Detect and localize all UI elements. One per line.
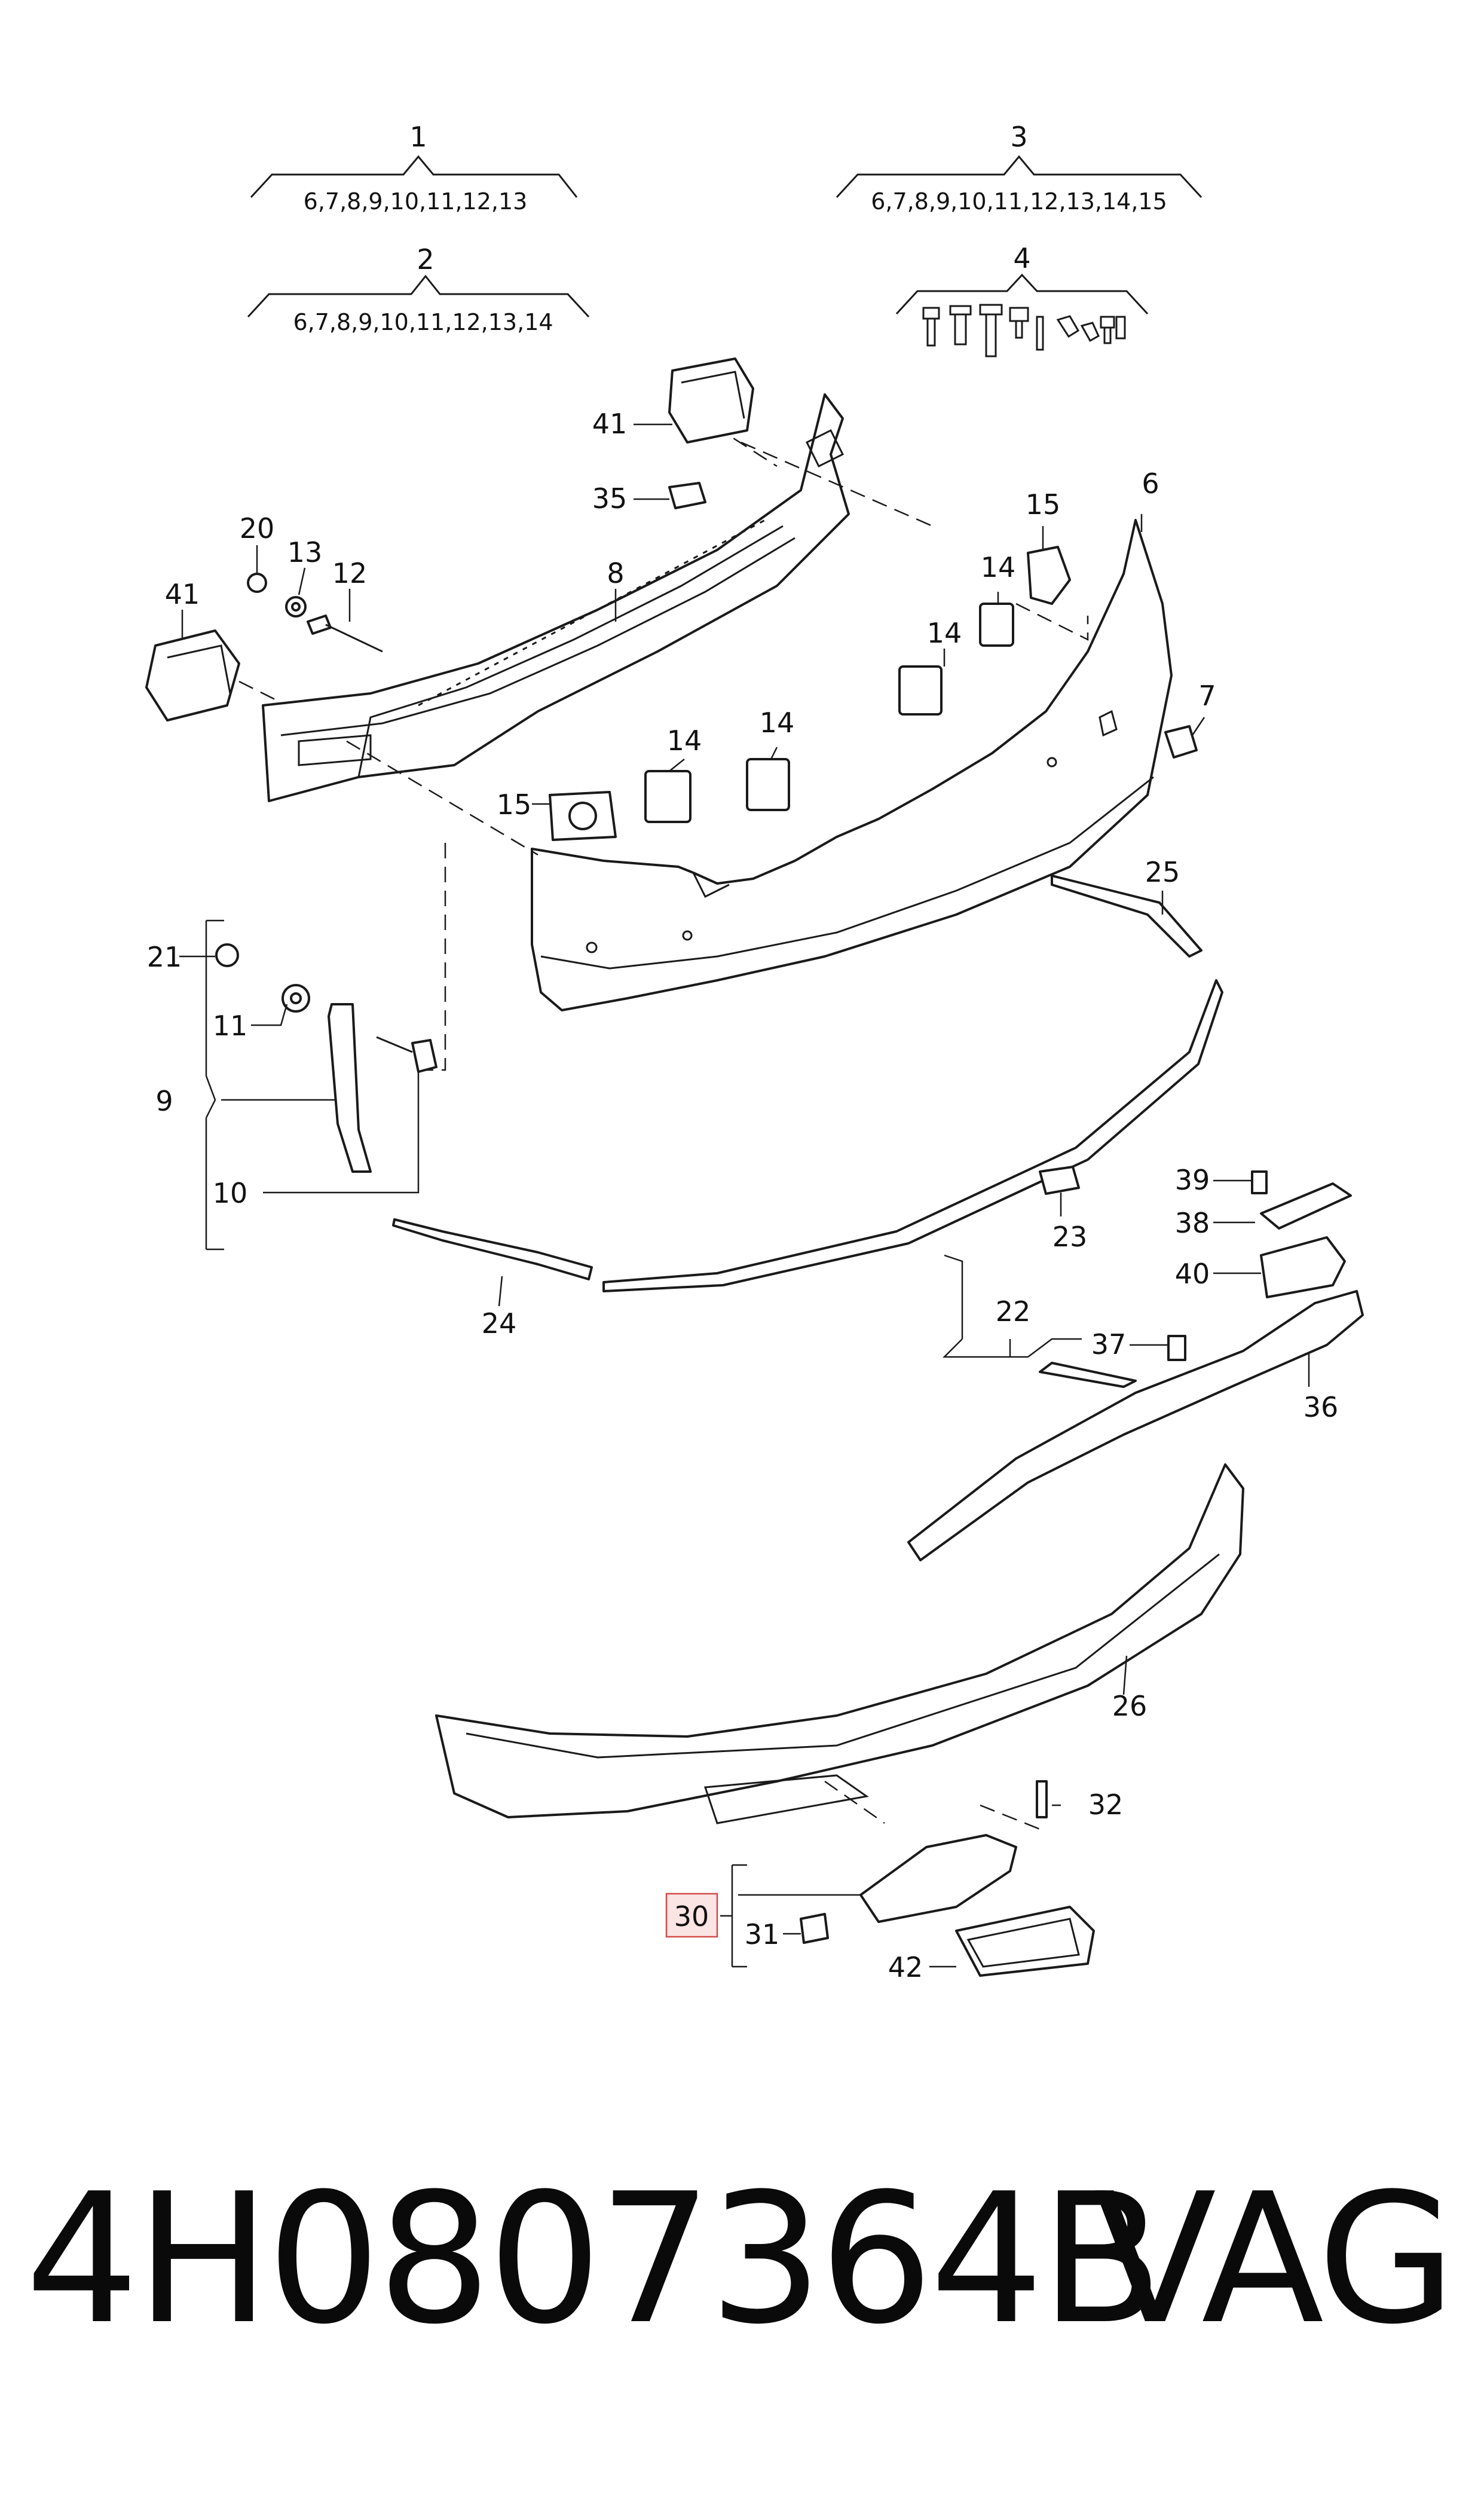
callout-32: 32 — [1088, 1789, 1124, 1821]
callout-8: 8 — [607, 557, 624, 589]
part-9-bracket — [328, 1003, 372, 1173]
part-40-module — [1260, 1236, 1346, 1298]
callout-9: 9 — [155, 1085, 173, 1117]
part-6-bumper-cover — [531, 519, 1173, 1011]
part-14-holder-c — [644, 770, 691, 823]
part-26-valance — [435, 1463, 1244, 1824]
part-20-nut — [247, 573, 267, 593]
part-41-sensor-left — [145, 629, 240, 722]
group-4: 4 — [895, 242, 1149, 357]
callout-14-c: 14 — [667, 724, 702, 757]
callout-40: 40 — [1175, 1258, 1210, 1290]
group-1-list: 6,7,8,9,10,11,12,13 — [304, 188, 528, 215]
part-24-trim — [392, 1218, 593, 1280]
callout-25: 25 — [1145, 856, 1180, 888]
part-number-label: 4H0807364B — [25, 2155, 1163, 2364]
callout-10: 10 — [213, 1177, 248, 1209]
part-13-washer — [285, 596, 307, 617]
callout-21: 21 — [147, 941, 182, 973]
group-2: 2 6,7,8,9,10,11,12,13,14 — [247, 243, 590, 335]
callout-30: 30 — [674, 1900, 709, 1933]
part-23-clip — [1039, 1166, 1080, 1195]
part-31-clip — [800, 1913, 829, 1944]
callout-38: 38 — [1175, 1207, 1210, 1239]
part-10-screw — [376, 1036, 437, 1073]
fastener-icons — [922, 304, 1126, 357]
callout-12: 12 — [332, 557, 368, 589]
callout-37: 37 — [1091, 1328, 1127, 1361]
callout-13: 13 — [287, 536, 323, 568]
part-14-holder-b — [898, 665, 943, 716]
part-15-sensor-left — [549, 791, 617, 841]
parts-diagram: 1 6,7,8,9,10,11,12,13 2 6,7,8,9,10,11,12… — [145, 121, 1364, 1983]
callout-14-d: 14 — [760, 707, 795, 739]
callout-20: 20 — [240, 512, 275, 545]
group-2-list: 6,7,8,9,10,11,12,13,14 — [293, 309, 553, 335]
group-2-number: 2 — [417, 243, 434, 276]
callout-7: 7 — [1198, 680, 1216, 712]
callout-31: 31 — [745, 1918, 780, 1951]
part-7-cap — [1164, 725, 1198, 759]
callout-11: 11 — [213, 1010, 248, 1042]
part-38-bracket — [1260, 1182, 1352, 1230]
part-32-stud — [1036, 1780, 1048, 1818]
group-1-number: 1 — [409, 121, 427, 153]
group-3-list: 6,7,8,9,10,11,12,13,14,15 — [871, 188, 1167, 215]
callout-30-highlight — [665, 1893, 718, 1938]
callout-39: 39 — [1175, 1164, 1210, 1196]
callout-22: 22 — [996, 1295, 1031, 1328]
callout-23: 23 — [1052, 1221, 1088, 1253]
part-37-screw — [1167, 1335, 1186, 1361]
callout-36: 36 — [1304, 1391, 1339, 1423]
callout-26: 26 — [1112, 1690, 1148, 1722]
callout-14-a: 14 — [981, 551, 1016, 583]
group-4-number: 4 — [1013, 242, 1030, 274]
callout-42: 42 — [888, 1951, 923, 1983]
group-3-number: 3 — [1010, 121, 1027, 153]
part-30-exhaust-trim — [859, 1834, 1017, 1923]
part-35-clip — [668, 482, 706, 509]
part-41-sensor-top — [668, 357, 754, 444]
callout-15-left: 15 — [497, 788, 532, 821]
callout-14-b: 14 — [927, 617, 962, 649]
callout-6: 6 — [1142, 467, 1159, 500]
callout-labels: 41 35 8 15 6 14 14 7 20 13 12 41 14 14 1… — [147, 408, 1339, 1983]
group-3: 3 6,7,8,9,10,11,12,13,14,15 — [836, 121, 1203, 215]
brand-label: VAG — [1094, 2155, 1456, 2364]
callout-24: 24 — [482, 1307, 517, 1340]
part-36-carrier — [907, 1290, 1364, 1561]
part-12-bolt — [307, 615, 383, 653]
group-1: 1 6,7,8,9,10,11,12,13 — [250, 121, 578, 215]
part-25-strip — [1051, 875, 1203, 958]
part-39-bolt — [1251, 1170, 1268, 1194]
part-22-moulding — [602, 979, 1223, 1292]
callout-41-left: 41 — [165, 578, 200, 610]
part-42-tailpipe — [955, 1906, 1095, 1977]
callout-41-top: 41 — [592, 408, 628, 440]
leader-lines — [179, 423, 1310, 1968]
callout-35: 35 — [592, 482, 628, 515]
callout-15-right: 15 — [1026, 488, 1061, 521]
part-15-bracket-right — [1027, 546, 1071, 605]
part-21-nut — [215, 943, 239, 967]
part-11-grommet — [281, 984, 310, 1013]
part-14-holder-a — [979, 603, 1014, 647]
part-8-reinforcement — [262, 393, 850, 802]
part-14-holder-d — [746, 758, 790, 811]
